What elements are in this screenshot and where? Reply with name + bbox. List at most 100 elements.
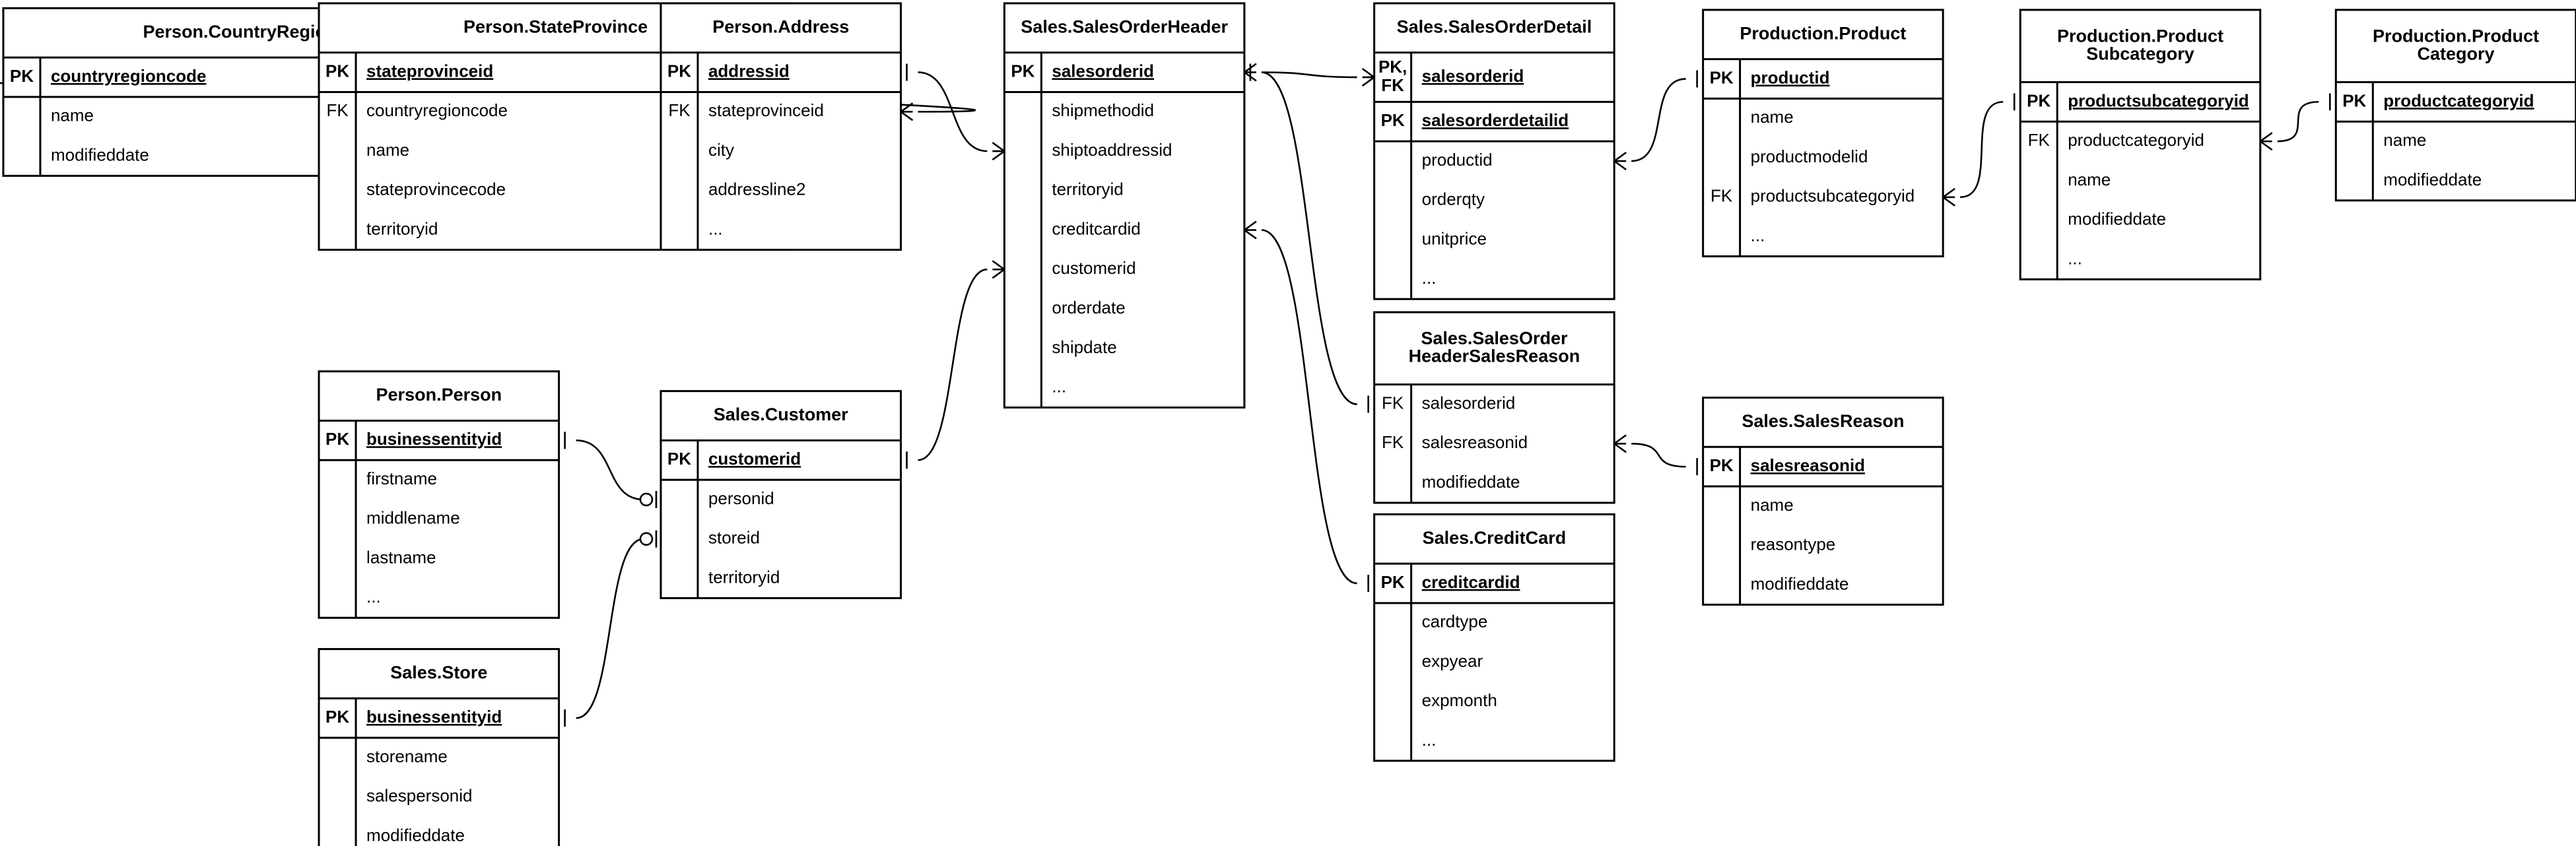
- rel-productsubcategory-product: [1942, 93, 2016, 207]
- entity-title: Production.Product: [2373, 26, 2539, 46]
- primary-key-attribute: salesorderdetailid: [1422, 110, 1569, 130]
- attribute: shipdate: [1052, 337, 1116, 357]
- cardinality-marker-many: [900, 102, 914, 121]
- primary-key-attribute: creditcardid: [1422, 572, 1520, 592]
- attribute: orderdate: [1052, 298, 1125, 317]
- attribute: firstname: [366, 469, 437, 488]
- entity-title: HeaderSalesReason: [1409, 346, 1580, 366]
- entity-title: Sales.Store: [390, 663, 487, 682]
- primary-key-attribute: stateprovinceid: [366, 61, 493, 81]
- key-label: PK: [1381, 110, 1405, 130]
- attribute: ...: [2068, 248, 2082, 268]
- entity-title: Production.Product: [1740, 23, 1906, 43]
- attribute: shiptoaddressid: [1052, 140, 1172, 160]
- rel-creditcard-salesorderheader: [1244, 220, 1369, 592]
- attribute: addressline2: [708, 179, 805, 199]
- primary-key-attribute: countryregioncode: [51, 66, 206, 86]
- relationship-line: [918, 71, 988, 152]
- key-label: PK,: [1378, 57, 1407, 77]
- key-label: PK: [325, 429, 349, 449]
- rel-product-salesorderdetail: [1613, 70, 1698, 171]
- attribute: cardtype: [1422, 612, 1488, 632]
- relationship-line: [1960, 101, 2004, 199]
- entity-title: Sales.SalesReason: [1742, 411, 1904, 431]
- attribute: creditcardid: [1052, 218, 1140, 238]
- attribute: storename: [366, 746, 448, 766]
- primary-key-attribute: addressid: [708, 61, 790, 81]
- primary-key-attribute: salesreasonid: [1751, 455, 1865, 475]
- entity-title: Person.StateProvince: [463, 16, 648, 36]
- attribute: shipmethodid: [1052, 100, 1154, 120]
- key-label: PK: [325, 707, 349, 727]
- attribute: storeid: [708, 528, 760, 548]
- attribute: modifieddate: [366, 825, 465, 845]
- attribute: middlename: [366, 508, 460, 528]
- attribute: productid: [1422, 150, 1493, 170]
- entity-title: Sales.SalesOrder: [1421, 329, 1568, 348]
- cardinality-marker-many: [992, 260, 1005, 279]
- attribute: lastname: [366, 547, 436, 567]
- relationship-line: [1261, 71, 1357, 79]
- key-label: PK: [1011, 61, 1034, 81]
- key-label: FK: [1381, 75, 1404, 95]
- attribute: modifieddate: [51, 145, 149, 164]
- relationship-line: [1631, 78, 1686, 162]
- key-label: PK: [667, 449, 691, 469]
- relationship-line: [918, 269, 988, 461]
- attribute: salesreasonid: [1422, 432, 1528, 452]
- relationship-line: [576, 538, 644, 719]
- cardinality-marker-many: [2259, 132, 2273, 151]
- attribute: ...: [366, 587, 381, 606]
- attribute: salesorderid: [1422, 393, 1516, 412]
- key-label: FK: [1711, 186, 1733, 206]
- attribute: name: [1751, 495, 1794, 515]
- primary-key-attribute: salesorderid: [1422, 66, 1524, 86]
- entity-title: Subcategory: [2086, 44, 2194, 63]
- attribute: unitprice: [1422, 228, 1487, 248]
- attribute: productcategoryid: [2068, 130, 2204, 150]
- cardinality-marker-many: [992, 142, 1005, 161]
- attribute: modifieddate: [1422, 472, 1520, 492]
- attribute: name: [1751, 107, 1794, 127]
- attribute: expmonth: [1422, 690, 1497, 710]
- primary-key-attribute: productsubcategoryid: [2068, 90, 2249, 110]
- primary-key-attribute: productid: [1751, 67, 1830, 87]
- relationship-line: [2277, 101, 2319, 143]
- attribute: name: [2068, 170, 2111, 189]
- rel-salesorderheader-sohsr: [1244, 63, 1369, 413]
- rel-person-customer: [564, 432, 658, 508]
- cardinality-marker-many: [1244, 220, 1257, 240]
- rel-store-customer: [564, 530, 658, 727]
- attribute: name: [366, 140, 409, 160]
- attribute: ...: [1751, 225, 1765, 245]
- attribute: ...: [1422, 268, 1437, 288]
- cardinality-marker-many: [1942, 187, 1955, 207]
- primary-key-attribute: businessentityid: [366, 429, 502, 449]
- key-label: FK: [326, 100, 349, 120]
- attribute: customerid: [1052, 258, 1135, 278]
- entity-title: Sales.SalesOrderHeader: [1021, 16, 1228, 36]
- cardinality-marker-zero-or-one: [639, 530, 658, 548]
- key-label: PK: [1710, 455, 1734, 475]
- attribute: personid: [708, 488, 774, 508]
- entity-title: Person.CountryRegion: [143, 22, 337, 42]
- cardinality-marker-many: [1244, 63, 1257, 82]
- rel-salesreason-sohsr: [1613, 434, 1698, 476]
- key-label: FK: [668, 100, 691, 120]
- attribute: countryregioncode: [366, 100, 508, 120]
- rel-customer-salesorderheader: [906, 260, 1005, 469]
